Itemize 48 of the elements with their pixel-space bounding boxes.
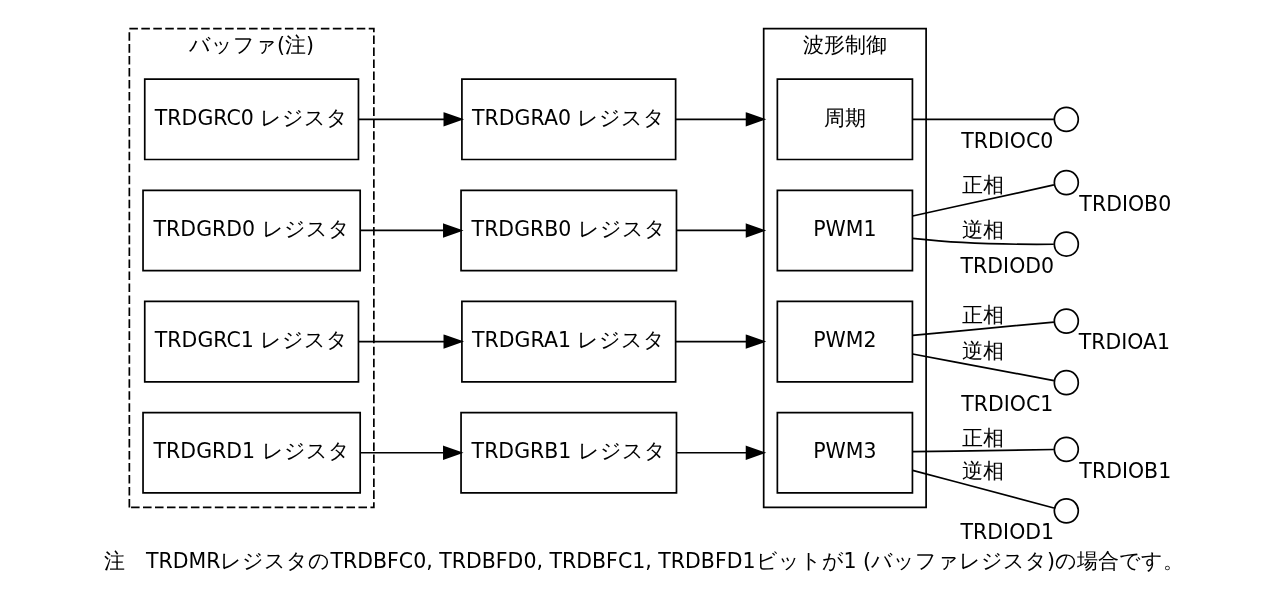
node-label: TRDIOB1 xyxy=(1078,458,1171,483)
arrow xyxy=(359,223,464,238)
node-box: TRDGRA1 レジスタ xyxy=(460,300,676,383)
connector xyxy=(911,118,1055,121)
node-label: TRDIOC0 xyxy=(960,128,1053,153)
node-box: TRDGRD1 レジスタ xyxy=(141,411,361,494)
connector xyxy=(911,237,1055,246)
node-label: TRDIOC1 xyxy=(960,392,1053,417)
node-circle xyxy=(1053,436,1079,463)
edge-label: 逆相 xyxy=(961,458,1004,483)
connector xyxy=(911,353,1055,382)
node-label: TRDIOA1 xyxy=(1078,330,1170,355)
connector xyxy=(911,184,1055,217)
edge-label: 正相 xyxy=(961,426,1004,451)
connector xyxy=(911,469,1055,509)
connector xyxy=(911,321,1055,337)
node-box: TRDGRB0 レジスタ xyxy=(459,189,677,272)
node-box: TRDGRB1 レジスタ xyxy=(459,411,677,494)
node-box: PWM2 xyxy=(776,300,913,383)
arrow xyxy=(357,112,464,127)
edge-label: 正相 xyxy=(961,173,1004,198)
node-box: 周期 xyxy=(776,78,913,161)
node-box: TRDGRA0 レジスタ xyxy=(460,78,676,161)
node-box: TRDGRD0 レジスタ xyxy=(141,189,361,272)
node-label: TRDIOD1 xyxy=(960,520,1054,545)
arrow xyxy=(675,445,766,460)
node-box: TRDGRC1 レジスタ xyxy=(143,300,359,383)
node-circle xyxy=(1053,308,1079,334)
edge-label: 正相 xyxy=(961,303,1004,328)
connector xyxy=(911,448,1055,453)
node-circle xyxy=(1053,169,1079,196)
node-circle xyxy=(1053,369,1079,396)
arrow xyxy=(674,334,766,349)
edge-label: 逆相 xyxy=(961,217,1004,242)
edge-label: 逆相 xyxy=(961,339,1004,364)
arrow xyxy=(357,334,464,349)
node-box: PWM3 xyxy=(776,411,913,494)
node-box: TRDGRC0 レジスタ xyxy=(143,78,359,161)
node-box: PWM1 xyxy=(776,189,913,272)
arrow xyxy=(359,445,464,460)
node-label: TRDIOB0 xyxy=(1078,191,1171,216)
arrow xyxy=(675,223,766,238)
node-circle xyxy=(1053,498,1079,524)
node-circle xyxy=(1053,231,1079,257)
node-circle xyxy=(1053,106,1079,133)
caption: 注 TRDMRレジスタのTRDBFC0, TRDBFD0, TRDBFC1, TRDBFD1ビットが1 (バッファレジスタ)の場合です。 xyxy=(103,549,1184,574)
node-label: TRDIOD0 xyxy=(960,253,1054,278)
arrow xyxy=(674,112,766,127)
